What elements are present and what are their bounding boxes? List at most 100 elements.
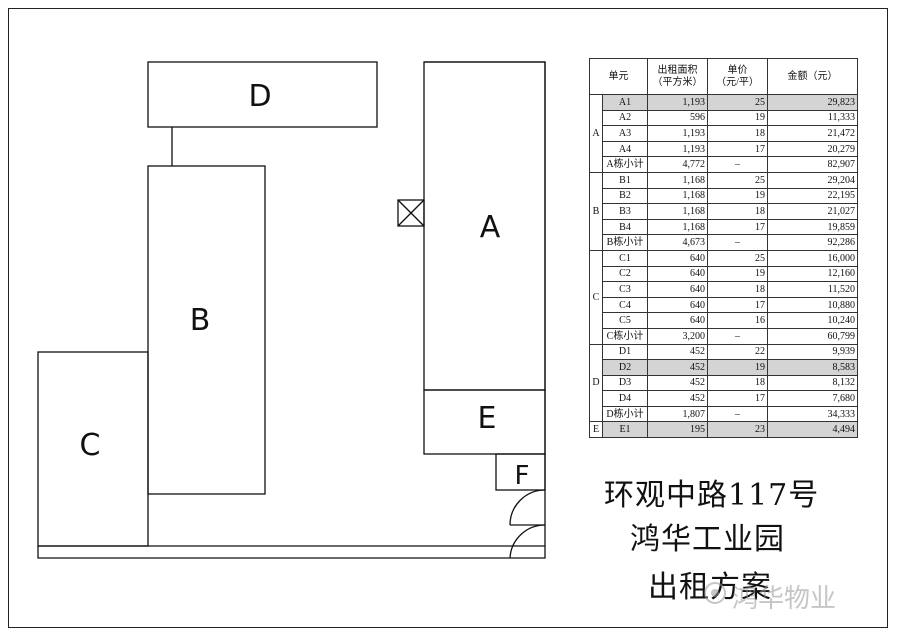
building-e-label: E (478, 401, 497, 436)
site-boundary (37, 61, 546, 559)
unit-cell: B3 (602, 203, 648, 220)
unit-cell: B4 (602, 218, 648, 236)
unit-cell: E1 (602, 421, 648, 439)
unit-cell: C1 (602, 249, 648, 267)
header-price-line1: 单价 (727, 64, 748, 76)
price-cell: 17 (707, 296, 768, 314)
area-cell: 640 (647, 249, 708, 267)
amount-cell: 29,204 (767, 171, 858, 189)
price-cell: – (707, 234, 768, 251)
header-area-line2: （平方米） (652, 76, 703, 88)
building-b (147, 165, 266, 495)
group-label: C (589, 249, 603, 345)
unit-cell: A4 (602, 140, 648, 158)
area-cell: 1,193 (647, 125, 708, 142)
building-d-label: D (248, 79, 271, 114)
area-cell: 640 (647, 312, 708, 329)
area-cell: 1,168 (647, 218, 708, 236)
amount-cell: 7,680 (767, 390, 858, 407)
amount-cell: 34,333 (767, 405, 858, 423)
amount-cell: 8,583 (767, 359, 858, 376)
amount-cell: 60,799 (767, 327, 858, 345)
title-address: 环观中路117号 (604, 478, 820, 513)
group-label: B (589, 171, 603, 251)
unit-cell: B2 (602, 187, 648, 205)
drawing-frame (8, 8, 888, 628)
price-cell: – (707, 156, 768, 173)
building-f-label: F (515, 461, 530, 491)
area-cell: 640 (647, 281, 708, 298)
area-cell: 452 (647, 359, 708, 376)
amount-cell: 82,907 (767, 156, 858, 173)
unit-cell: C栋小计 (602, 327, 648, 345)
unit-cell: D3 (602, 374, 648, 392)
amount-cell: 11,333 (767, 109, 858, 127)
door-arc-upper (509, 489, 546, 526)
area-cell: 1,168 (647, 203, 708, 220)
unit-cell: D4 (602, 390, 648, 407)
price-cell: 25 (707, 249, 768, 267)
price-cell: 19 (707, 359, 768, 376)
unit-cell: A1 (602, 94, 648, 111)
unit-cell: D栋小计 (602, 405, 648, 423)
amount-cell: 10,240 (767, 312, 858, 329)
unit-cell: C4 (602, 296, 648, 314)
door-arc-lower (509, 524, 546, 559)
header-unit: 单元 (589, 58, 648, 95)
gate-symbol (397, 199, 425, 227)
unit-cell: A栋小计 (602, 156, 648, 173)
amount-cell: 20,279 (767, 140, 858, 158)
building-d (147, 61, 378, 128)
building-e (423, 389, 546, 455)
price-cell: 23 (707, 421, 768, 439)
amount-cell: 92,286 (767, 234, 858, 251)
header-amount: 金额（元） (767, 58, 858, 95)
unit-cell: D2 (602, 359, 648, 376)
price-cell: 25 (707, 171, 768, 189)
table-header-row: 单元 出租面积（平方米） 单价（元/平） 金额（元） (589, 58, 858, 95)
header-area-line1: 出租面积 (657, 64, 698, 76)
area-cell: 4,673 (647, 234, 708, 251)
price-cell: 18 (707, 281, 768, 298)
amount-cell: 4,494 (767, 421, 858, 439)
group-label: D (589, 343, 603, 423)
amount-cell: 21,472 (767, 125, 858, 142)
area-cell: 1,807 (647, 405, 708, 423)
building-b-label: B (190, 303, 211, 338)
area-cell: 195 (647, 421, 708, 439)
unit-cell: D1 (602, 343, 648, 361)
price-cell: 17 (707, 218, 768, 236)
amount-cell: 11,520 (767, 281, 858, 298)
amount-cell: 16,000 (767, 249, 858, 267)
area-cell: 1,193 (647, 140, 708, 158)
title-park-name: 鸿华工业园 (630, 522, 785, 557)
amount-cell: 19,859 (767, 218, 858, 236)
unit-cell: C5 (602, 312, 648, 329)
price-cell: 19 (707, 109, 768, 127)
area-cell: 452 (647, 374, 708, 392)
price-cell: 18 (707, 374, 768, 392)
area-cell: 640 (647, 265, 708, 283)
unit-cell: B栋小计 (602, 234, 648, 251)
unit-cell: B1 (602, 171, 648, 189)
amount-cell: 12,160 (767, 265, 858, 283)
area-cell: 596 (647, 109, 708, 127)
area-cell: 1,168 (647, 187, 708, 205)
